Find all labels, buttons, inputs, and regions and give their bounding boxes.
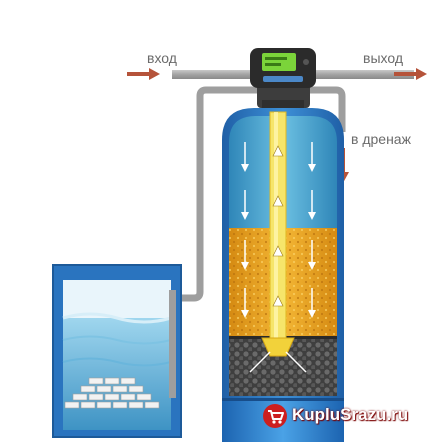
- watermark-text: KupluSrazu.ru: [292, 405, 409, 424]
- drain-label: в дренаж: [351, 131, 411, 147]
- drain-pipe: [310, 86, 346, 132]
- outlet-arrow-icon: [394, 68, 427, 80]
- inlet-pipe: [172, 70, 250, 79]
- outlet-label: выход: [363, 50, 403, 66]
- control-valve: [250, 48, 316, 112]
- brine-line: [172, 86, 257, 302]
- outlet-pipe: [316, 70, 414, 79]
- flow-arrows: [241, 142, 316, 373]
- brine-tank: [52, 264, 182, 438]
- inlet-arrow-icon: [127, 68, 160, 80]
- riser-tube: [261, 111, 295, 357]
- inlet-label: вход: [147, 50, 177, 66]
- watermark: KupluSrazu.ru: [262, 403, 432, 429]
- valve-display: [262, 53, 296, 71]
- cart-logo-icon: [263, 404, 287, 428]
- salt-blocks: [64, 377, 160, 409]
